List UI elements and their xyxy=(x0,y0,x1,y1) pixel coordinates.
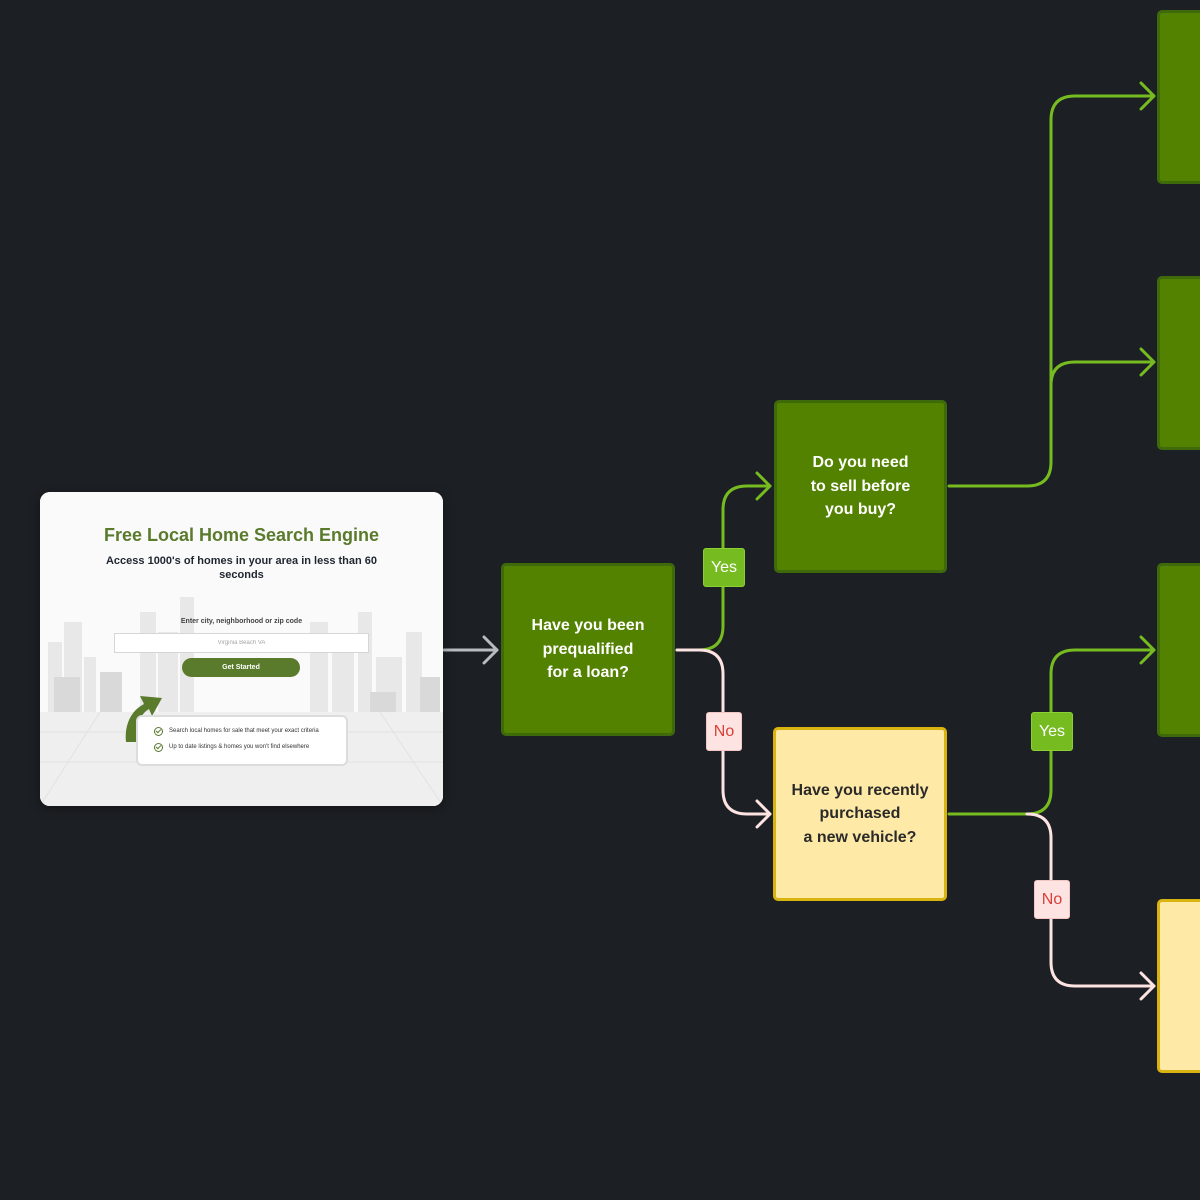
prequalified-question-node[interactable]: Have you been prequalified for a loan? xyxy=(501,563,675,736)
sell-branch-connector-lower xyxy=(1049,360,1156,387)
sell-branch-arrowhead-lower xyxy=(1139,347,1156,377)
vehicle-no-arrowhead xyxy=(1139,971,1156,1001)
get-started-button[interactable]: Get Started xyxy=(182,658,300,677)
no-branch-label: No xyxy=(1034,880,1070,919)
benefit-item: Up to date listings & homes you won't fi… xyxy=(154,739,346,755)
benefit-text: Search local homes for sale that meet yo… xyxy=(169,728,319,734)
entry-arrowhead xyxy=(482,635,499,665)
benefits-list: Search local homes for sale that meet yo… xyxy=(136,715,348,766)
outcome-node-sell-no[interactable] xyxy=(1157,276,1200,450)
outcome-node-vehicle-yes[interactable] xyxy=(1157,563,1200,737)
sell-before-buy-question-node[interactable]: Do you need to sell before you buy? xyxy=(774,400,947,573)
landing-subtitle: Access 1000's of homes in your area in l… xyxy=(105,555,378,581)
outcome-node-vehicle-no[interactable] xyxy=(1157,899,1200,1073)
check-circle-icon xyxy=(154,742,163,752)
vehicle-no-connector xyxy=(1025,812,1156,988)
sell-branch-arrowhead-upper xyxy=(1139,81,1156,111)
new-vehicle-question-node[interactable]: Have you recently purchased a new vehicl… xyxy=(773,727,947,901)
sell-branch-connector-upper xyxy=(947,94,1156,488)
benefit-item: Search local homes for sale that meet yo… xyxy=(154,723,346,739)
yes-branch-label: Yes xyxy=(1031,712,1073,751)
location-input-label: Enter city, neighborhood or zip code xyxy=(180,618,303,625)
landing-page-preview: Free Local Home Search Engine Access 100… xyxy=(40,492,443,806)
outcome-node-sell-yes[interactable] xyxy=(1157,10,1200,184)
landing-title: Free Local Home Search Engine xyxy=(103,525,380,545)
benefit-text: Up to date listings & homes you won't fi… xyxy=(169,744,310,750)
vehicle-yes-arrowhead xyxy=(1139,635,1156,665)
prequalified-no-arrowhead xyxy=(755,799,772,829)
no-branch-label: No xyxy=(706,712,742,751)
yes-branch-label: Yes xyxy=(703,548,745,587)
location-search-input[interactable] xyxy=(114,633,369,653)
check-circle-icon xyxy=(154,726,163,736)
curved-arrow-icon xyxy=(125,696,162,742)
prequalified-yes-arrowhead xyxy=(755,471,772,501)
